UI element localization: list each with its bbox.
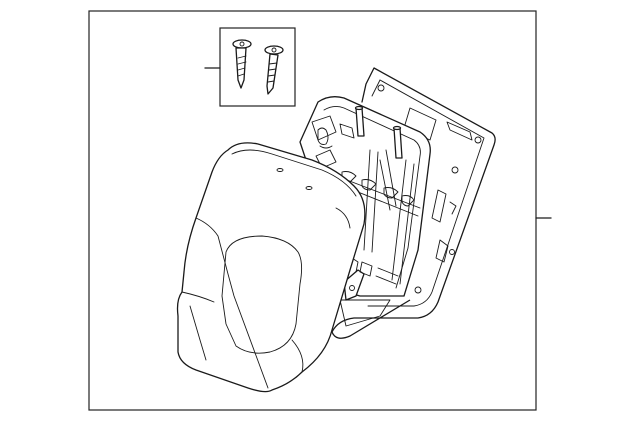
bolt-kit-box (219, 27, 296, 107)
bolt-icon (232, 39, 252, 89)
seat-back-frame (299, 67, 496, 339)
diagram-frame (88, 10, 537, 411)
bolt-icon (264, 45, 284, 95)
seat-back-cushion (176, 142, 366, 393)
bolt-kit (219, 27, 296, 107)
